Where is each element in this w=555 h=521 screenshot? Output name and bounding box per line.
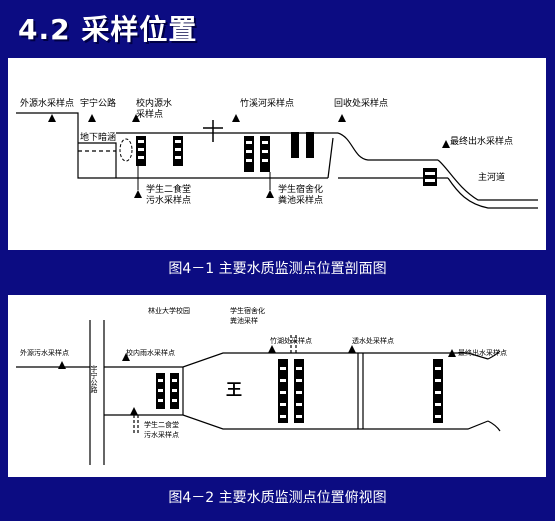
- label-outside-water: 外源污水采样点: [20, 348, 69, 357]
- culvert-oval: [119, 138, 133, 162]
- sampling-marker: [132, 114, 140, 122]
- channel-top: [104, 352, 489, 368]
- label-treatment: 回收处采样点: [334, 97, 388, 109]
- outlet-curve: [487, 350, 501, 360]
- outlet-profile: [437, 159, 538, 201]
- label-yuning-road: 宇宁公路: [80, 97, 116, 109]
- sampling-marker: [232, 114, 240, 122]
- sampling-marker: [122, 353, 130, 361]
- label-campus-water: 校内雨水采样点: [126, 348, 175, 357]
- grille-block: [244, 136, 254, 172]
- label-underground: 地下暗涵: [80, 131, 116, 143]
- top-view-diagram-panel: 林业大学校园 学生宿舍化粪池采样 外源污水采样点 校内雨水采样点 竹湖处采样点 …: [8, 295, 546, 477]
- sampling-marker: [130, 407, 138, 415]
- sampling-marker: [88, 114, 96, 122]
- sampling-marker: [442, 140, 450, 148]
- weir-icon: [203, 120, 223, 142]
- sampling-markers: [58, 345, 456, 415]
- sampling-marker: [348, 345, 356, 353]
- channel-bottom: [104, 414, 489, 430]
- label-final-water: 最终出水采样点: [450, 135, 513, 147]
- label-king: 王: [226, 380, 242, 399]
- top-view-diagram: 林业大学校园 学生宿舍化粪池采样 外源污水采样点 校内雨水采样点 竹湖处采样点 …: [16, 306, 507, 465]
- label-canteen: 学生二食堂污水采样点: [146, 183, 191, 206]
- label-dorm-septic: 学生宿舍化粪池采样点: [278, 183, 323, 206]
- figure2-caption: 图4－2 主要水质监测点位置俯视图: [168, 490, 387, 506]
- ground-profile-left: [16, 112, 116, 179]
- grille-block: [423, 168, 437, 186]
- label-bamboo-pond: 竹湖处采样点: [270, 336, 312, 345]
- sampling-marker: [266, 190, 274, 198]
- wall-slope: [327, 137, 334, 179]
- section-diagram-panel: 外源水采样点 宇宁公路 校内源水采样点 竹溪河采样点 回收处采样点 最终出水采样…: [8, 58, 546, 250]
- label-dorm-septic: 学生宿舍化粪池采样: [230, 306, 265, 325]
- label-treatment: 透水处采样点: [352, 336, 394, 345]
- label-river: 主河道: [478, 171, 505, 183]
- label-bamboo-pond: 竹溪河采样点: [240, 97, 294, 109]
- grille-block: [291, 132, 299, 158]
- sampling-marker: [48, 114, 56, 122]
- figure1-caption: 图4－1 主要水质监测点位置剖面图: [168, 261, 387, 277]
- drop-curve: [337, 132, 438, 161]
- sampling-marker: [58, 361, 66, 369]
- label-forestry-univ: 林业大学校园: [148, 306, 190, 315]
- grille-block: [260, 136, 270, 172]
- sampling-marker: [134, 190, 142, 198]
- road-block: [78, 142, 117, 178]
- label-canteen: 学生二食堂污水采样点: [144, 420, 179, 439]
- sampling-marker: [338, 114, 346, 122]
- label-campus-water: 校内源水采样点: [136, 97, 172, 120]
- label-outside-water: 外源水采样点: [20, 97, 74, 109]
- outlet-curve: [487, 420, 501, 432]
- grille-block: [306, 132, 314, 158]
- sampling-marker: [448, 349, 456, 357]
- label-final-water: 最终出水采样点: [458, 348, 507, 357]
- label-yuning-road: 宇宁公路: [90, 364, 98, 394]
- leader-lines: [137, 166, 271, 190]
- grille-pattern: [158, 367, 441, 418]
- page-title: 4.2 采样位置: [18, 13, 198, 46]
- sampling-marker: [268, 345, 276, 353]
- sampling-markers: [48, 114, 450, 198]
- section-diagram: 外源水采样点 宇宁公路 校内源水采样点 竹溪河采样点 回收处采样点 最终出水采样…: [16, 97, 538, 209]
- river-bank: [447, 177, 538, 209]
- grille-pattern: [138, 140, 435, 182]
